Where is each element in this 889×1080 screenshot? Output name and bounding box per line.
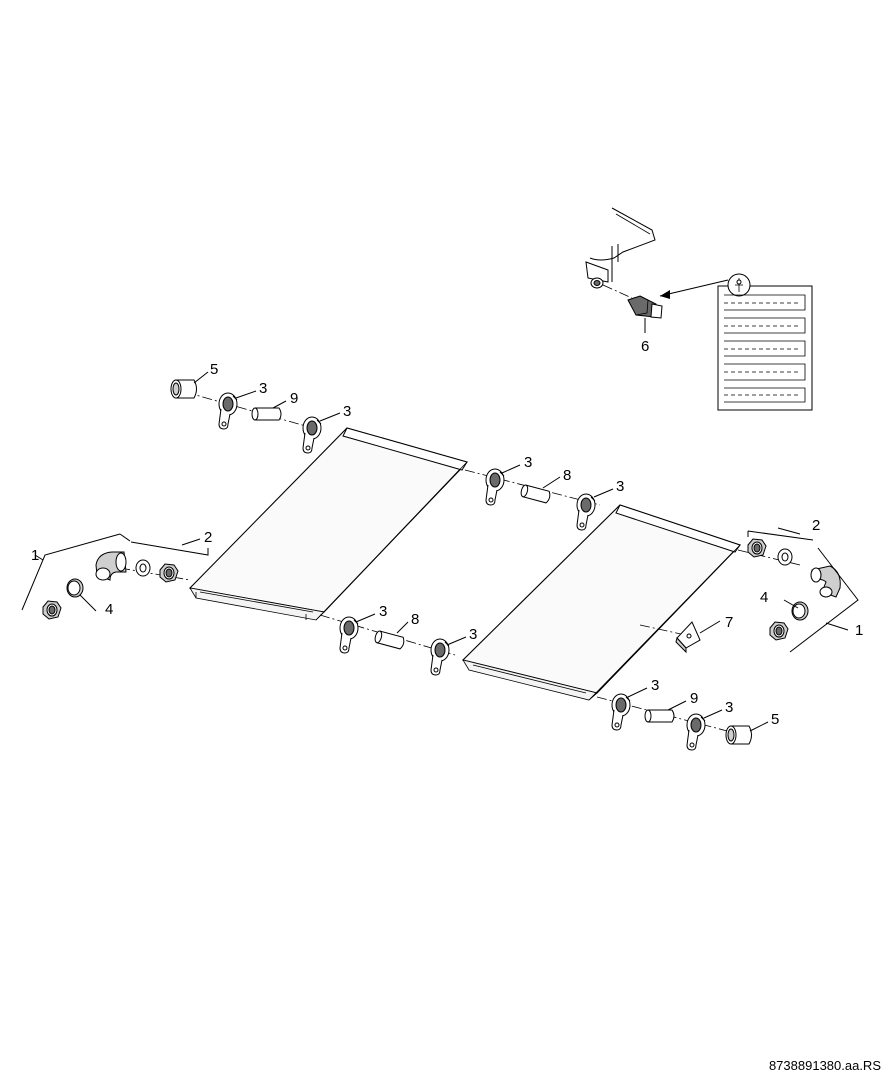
sleeve-9-bottom [644,709,675,723]
hose-clamp-h [686,713,706,751]
callout-9-top: 9 [290,390,298,407]
hose-clamp-b [302,416,322,454]
leader-lines [21,318,859,732]
callout-3-d: 3 [616,478,624,495]
blind-cap-right [791,601,809,621]
callout-8-top: 8 [563,467,571,484]
hose-clamp-e [339,616,359,654]
callout-9-bottom: 9 [690,690,698,707]
detail-reference-arrow [659,279,729,297]
end-plug-top [170,379,197,399]
hex-nut-right [769,621,789,641]
union-nut-left [159,563,179,583]
hose-clamp-a [218,392,238,430]
sleeve-9-top [251,407,282,421]
hex-nut-left [42,600,62,620]
end-plug-bottom [725,725,752,745]
elbow-assembly-left [42,551,179,620]
blind-cap-left [66,578,84,598]
callout-5-top: 5 [210,361,218,378]
connector-row-middle-top [485,468,596,531]
callout-6: 6 [641,338,649,355]
callout-3-b: 3 [343,403,351,420]
callout-3-f: 3 [469,626,477,643]
sealing-washer-right [777,548,793,566]
callout-1-left: 1 [31,547,39,564]
callout-3-g: 3 [651,677,659,694]
callout-2-left: 2 [204,529,212,546]
callout-4-right: 4 [760,589,768,606]
hose-clamp-c [485,468,505,506]
callout-3-c: 3 [524,454,532,471]
sleeve-8-top [519,483,552,504]
sensor-plug [627,295,663,319]
hose-clamp-f [430,638,450,676]
callout-2-right: 2 [812,517,820,534]
callout-1-right: 1 [855,622,863,639]
document-id: 8738891380.aa.RS [769,1058,881,1073]
callout-7: 7 [725,614,733,631]
connector-row-top-left [170,379,322,454]
callout-8-bottom: 8 [411,611,419,628]
hose-clamp-g [611,693,631,731]
heating-panel-right [461,504,742,701]
union-nut-right [747,538,767,558]
mounting-bracket [675,621,701,654]
detail-inset [585,207,663,319]
callout-5-bottom: 5 [771,711,779,728]
arrow-head [660,290,670,299]
callout-3-e: 3 [379,603,387,620]
heating-panel-left [188,427,469,621]
connector-row-middle-bottom [339,616,450,676]
overview-thumbnail [717,273,813,411]
callout-4-left: 4 [105,601,113,618]
sleeve-8-bottom [373,629,406,650]
sealing-washer-left [135,559,151,577]
callout-3-h: 3 [725,699,733,716]
hose-clamp-d [576,493,596,531]
callout-3-a: 3 [259,380,267,397]
